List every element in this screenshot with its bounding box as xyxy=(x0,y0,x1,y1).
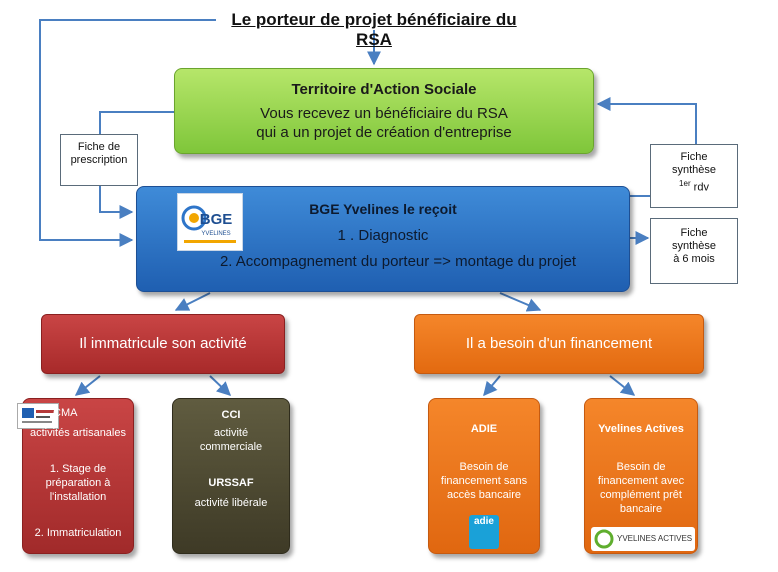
territoire-heading: Territoire d'Action Sociale xyxy=(291,81,477,98)
ya-logo-text: YVELINES ACTIVES xyxy=(617,534,693,543)
cci-line1: activité xyxy=(213,427,249,439)
urssaf-title: URSSAF xyxy=(208,477,254,489)
cma-step1-l1: 1. Stage de xyxy=(49,463,107,475)
cma-logo xyxy=(17,403,59,429)
adie-box: ADIE Besoin de financement sans accès ba… xyxy=(428,398,540,554)
cci-line2: commerciale xyxy=(199,441,263,453)
arrow-bge-to-immatricule xyxy=(174,292,211,311)
fiche-prescription-line1: Fiche de xyxy=(77,141,121,153)
immatricule-box: Il immatricule son activité xyxy=(41,314,285,374)
urssaf-line: activité libérale xyxy=(194,497,268,509)
fiche-synthese1-line2: synthèse xyxy=(671,164,717,176)
page-title: Le porteur de projet bénéficiaire du RSA xyxy=(231,10,517,49)
arrow-bge-to-financement xyxy=(499,292,542,312)
fiche-synthese1-rest: rdv xyxy=(690,181,709,194)
fiche-synthese1-sup: 1er xyxy=(679,179,691,188)
arrow-financement-to-adie xyxy=(483,375,501,397)
territoire-box: Territoire d'Action Sociale Vous recevez… xyxy=(174,68,594,154)
ya-line4: bancaire xyxy=(619,503,663,515)
territoire-line1: Vous recevez un bénéficiaire du RSA xyxy=(260,105,508,122)
ya-logo-icon xyxy=(594,529,614,549)
cma-step1-l3: l'installation xyxy=(49,491,107,503)
ya-line1: Besoin de xyxy=(616,461,666,473)
fiche-prescription-note: Fiche de prescription xyxy=(60,134,138,186)
arrow-immatricule-to-cma xyxy=(74,375,101,396)
financement-box: Il a besoin d'un financement xyxy=(414,314,704,374)
adie-line2: financement sans xyxy=(440,475,528,487)
cci-title: CCI xyxy=(221,409,241,421)
cma-step1-l2: préparation à xyxy=(45,477,111,489)
bge-step1: 1 . Diagnostic xyxy=(337,227,429,244)
bge-logo-text: BGE xyxy=(200,211,233,228)
bge-heading: BGE Yvelines le reçoit xyxy=(309,201,457,217)
bge-step2: 2. Accompagnement du porteur => montage … xyxy=(219,253,577,270)
cci-box: CCI activité commerciale URSSAF activité… xyxy=(172,398,290,554)
arrow-immatricule-to-cci xyxy=(209,375,232,396)
cma-step2: 2. Immatriculation xyxy=(34,527,122,539)
ya-line3: complément prêt xyxy=(600,489,682,501)
cma-box: CMA activités artisanales 1. Stage de pr… xyxy=(17,398,134,554)
yvelines-actives-logo: YVELINES ACTIVES xyxy=(591,527,695,551)
bge-box: BGE YVELINES BGE Yvelines le reçoit 1 . … xyxy=(136,186,630,292)
cma-title: CMA xyxy=(53,407,78,419)
arrow-financement-to-ya xyxy=(609,375,636,396)
cma-logo-icon xyxy=(22,408,54,423)
territoire-line2: qui a un projet de création d'entreprise xyxy=(256,124,512,141)
bge-logo-icon: BGE YVELINES xyxy=(181,205,236,243)
yvelines-actives-box: Yvelines Actives Besoin de financement a… xyxy=(584,398,698,554)
fiche-synthese6-line2: synthèse xyxy=(671,240,717,252)
bge-logo: BGE YVELINES xyxy=(177,193,243,251)
fiche-synthese-6-mois-note: Fiche synthèse à 6 mois xyxy=(650,218,738,284)
fiche-synthese1-line3: 1er rdv xyxy=(651,177,737,195)
fiche-synthese1-line1: Fiche xyxy=(680,151,708,163)
adie-line3: accès bancaire xyxy=(447,489,521,501)
fiche-synthese6-line3: à 6 mois xyxy=(673,253,715,265)
cma-subtitle: activités artisanales xyxy=(30,427,126,439)
adie-logo-text: adie xyxy=(473,516,494,527)
bge-logo-sub: YVELINES xyxy=(201,231,230,237)
adie-title: ADIE xyxy=(470,423,498,435)
fiche-prescription-line2: prescription xyxy=(70,154,128,166)
ya-title: Yvelines Actives xyxy=(598,423,684,435)
fiche-synthese6-line1: Fiche xyxy=(680,227,708,239)
adie-logo: adie xyxy=(469,515,499,549)
ya-line2: financement avec xyxy=(597,475,685,487)
adie-line1: Besoin de xyxy=(459,461,509,473)
fiche-synthese-1er-rdv-note: Fiche synthèse 1er rdv xyxy=(650,144,738,208)
